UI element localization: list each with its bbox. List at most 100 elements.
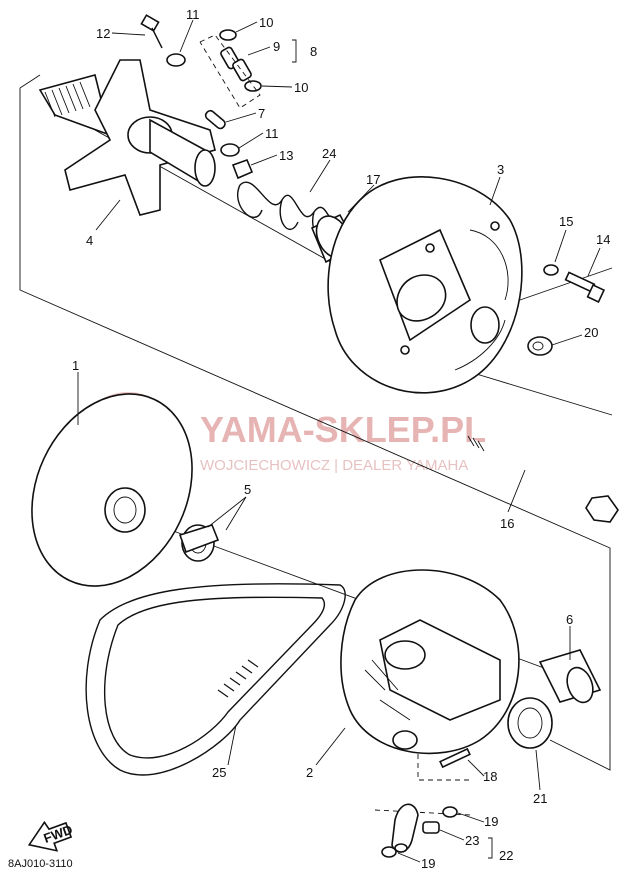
leader-21 (535, 749, 541, 791)
label-10-bottom: 10 (294, 80, 308, 95)
cover-3-hub-bore (470, 306, 500, 344)
label-11-bottom: 11 (265, 126, 279, 141)
cover-3-rim-detail (454, 229, 509, 371)
leader-15 (554, 229, 567, 263)
leader-11-bottom (238, 132, 264, 149)
pin-18-body (439, 747, 471, 769)
long-bolt-16 (467, 435, 619, 523)
sheave-1-bore (113, 496, 137, 524)
leader-23 (439, 829, 465, 841)
part-labels: 12 11 10 9 8 10 7 11 13 24 17 3 4 15 14 … (72, 7, 610, 871)
label-13: 13 (279, 148, 293, 163)
spider-thread-lines (44, 81, 91, 118)
leader-12 (111, 32, 146, 36)
bolt-16-head (585, 495, 619, 523)
washer-19-bottom (381, 846, 397, 858)
cover-3-hole-c (490, 221, 500, 231)
leader-10-top (235, 21, 258, 33)
leader-20 (551, 334, 583, 346)
leader-lines (77, 19, 601, 863)
bracket-8 (292, 39, 297, 63)
bracket-22 (488, 837, 493, 859)
label-1: 1 (72, 358, 79, 373)
label-14: 14 (596, 232, 610, 247)
frame-line-top-corner (19, 74, 41, 89)
fwd-arrow: FWD (27, 820, 74, 852)
bushing-5-flange (178, 524, 220, 554)
label-16: 16 (500, 516, 514, 531)
bolt-12-shank (151, 27, 163, 49)
watermark: YAMA-SKLEP.PL WOJCIECHOWICZ | DEALER YAM… (75, 392, 486, 498)
label-23: 23 (465, 833, 479, 848)
label-21: 21 (533, 791, 547, 806)
leader-11-top (179, 19, 194, 53)
label-8: 8 (310, 44, 317, 59)
label-12: 12 (96, 26, 110, 41)
belt-25-teeth (217, 659, 259, 698)
leader-9 (247, 46, 271, 56)
label-22: 22 (499, 848, 513, 863)
bolt-16-thread (467, 435, 485, 452)
leader-19-bottom (397, 852, 421, 863)
secondary-sheave-2 (340, 569, 520, 755)
leader-19-top (457, 812, 485, 823)
pin-7 (204, 109, 226, 130)
washer-19-top (442, 806, 458, 818)
leader-16 (507, 469, 526, 513)
label-15: 15 (559, 214, 573, 229)
fixed-sheave-1 (31, 393, 193, 587)
belt-25-outer (85, 583, 346, 776)
label-18: 18 (483, 769, 497, 784)
cover-3-hole-a (425, 243, 435, 253)
leader-2 (315, 727, 346, 766)
washer-10-bottom (244, 80, 262, 92)
drive-belt-25 (85, 583, 346, 776)
weight-arm-group (381, 803, 458, 858)
roller-23 (422, 821, 440, 834)
label-2: 2 (306, 765, 313, 780)
label-11-top: 11 (186, 7, 200, 22)
leader-7 (225, 112, 257, 123)
sleeve-6 (538, 649, 602, 704)
leader-14 (587, 247, 601, 277)
leader-13 (250, 154, 278, 166)
sleeve-6-end (566, 666, 594, 704)
spider-hub (38, 59, 216, 216)
belt-25-inner (104, 596, 326, 759)
spider-shaft-end (194, 149, 216, 187)
pin-18 (439, 747, 471, 769)
sheave-2-pivot (392, 730, 418, 750)
watermark-subtitle: WOJCIECHOWICZ | DEALER YAMAHA (200, 457, 468, 474)
arm-guide-line (374, 809, 471, 816)
sheave-1-outer (31, 393, 193, 587)
bolt-12 (140, 14, 163, 49)
leader-24 (309, 159, 331, 193)
cover-3-hole-b (400, 345, 410, 355)
frame-line-right (519, 267, 613, 301)
roller-9-b (232, 58, 252, 82)
bolt-16-shaft-highlight (470, 438, 598, 506)
seal-21-outer (507, 697, 553, 749)
label-24: 24 (322, 146, 336, 161)
label-10-top: 10 (259, 15, 273, 30)
label-17: 17 (366, 172, 380, 187)
leader-17 (347, 184, 375, 213)
collar-20 (527, 336, 553, 356)
leader-4 (95, 199, 121, 231)
label-9: 9 (273, 39, 280, 54)
leader-5-b (225, 496, 247, 531)
label-3: 3 (497, 162, 504, 177)
bolt-washer-group (527, 264, 606, 356)
collar-20-bore (532, 341, 544, 351)
leader-18 (467, 759, 485, 777)
label-19-bottom: 19 (421, 856, 435, 871)
label-7: 7 (258, 106, 265, 121)
reference-code: 8AJ010-3110 (8, 858, 73, 870)
label-20: 20 (584, 325, 598, 340)
small-hardware (166, 29, 262, 180)
label-5: 5 (244, 482, 251, 497)
watermark-title: YAMA-SKLEP.PL (200, 409, 486, 450)
washer-11-top (166, 53, 186, 67)
washer-15 (543, 264, 559, 276)
